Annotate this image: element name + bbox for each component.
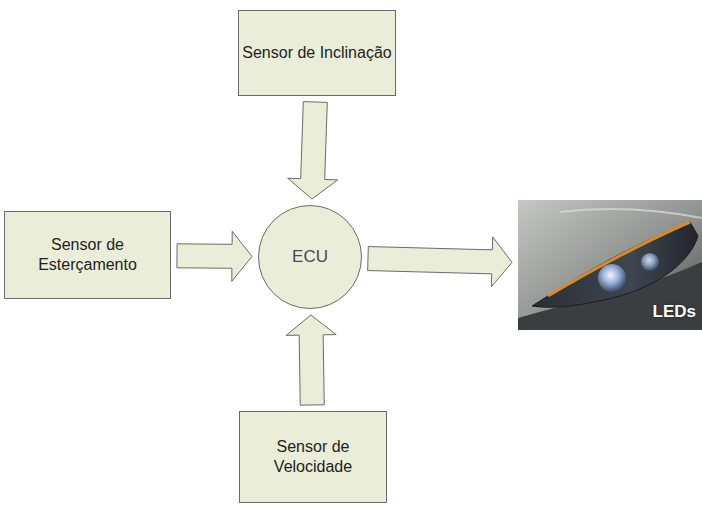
sensor-box: Sensor de Inclinação bbox=[238, 10, 396, 96]
node-label: Sensor de Velocidade bbox=[240, 437, 386, 477]
amber-strip bbox=[548, 222, 690, 296]
headlight-lens bbox=[641, 253, 659, 271]
headlight-node: LEDs bbox=[518, 200, 702, 330]
body-highlight bbox=[560, 209, 702, 218]
headlight-housing bbox=[532, 222, 698, 307]
sensor-box: Sensor de Velocidade bbox=[239, 411, 387, 503]
block-arrow bbox=[177, 231, 252, 281]
headlight-lens bbox=[598, 264, 626, 292]
node-label: ECU bbox=[292, 246, 328, 267]
block-arrow bbox=[368, 237, 512, 287]
block-arrow bbox=[286, 315, 336, 405]
image-label: LEDs bbox=[653, 301, 696, 322]
node-label: Sensor de Inclinação bbox=[242, 43, 391, 63]
sensor-box: Sensor de Esterçamento bbox=[4, 211, 171, 299]
photo-ground bbox=[518, 200, 702, 330]
block-arrow bbox=[288, 102, 338, 199]
ecu-circle: ECU bbox=[258, 205, 362, 309]
node-label: Sensor de Esterçamento bbox=[5, 235, 170, 275]
